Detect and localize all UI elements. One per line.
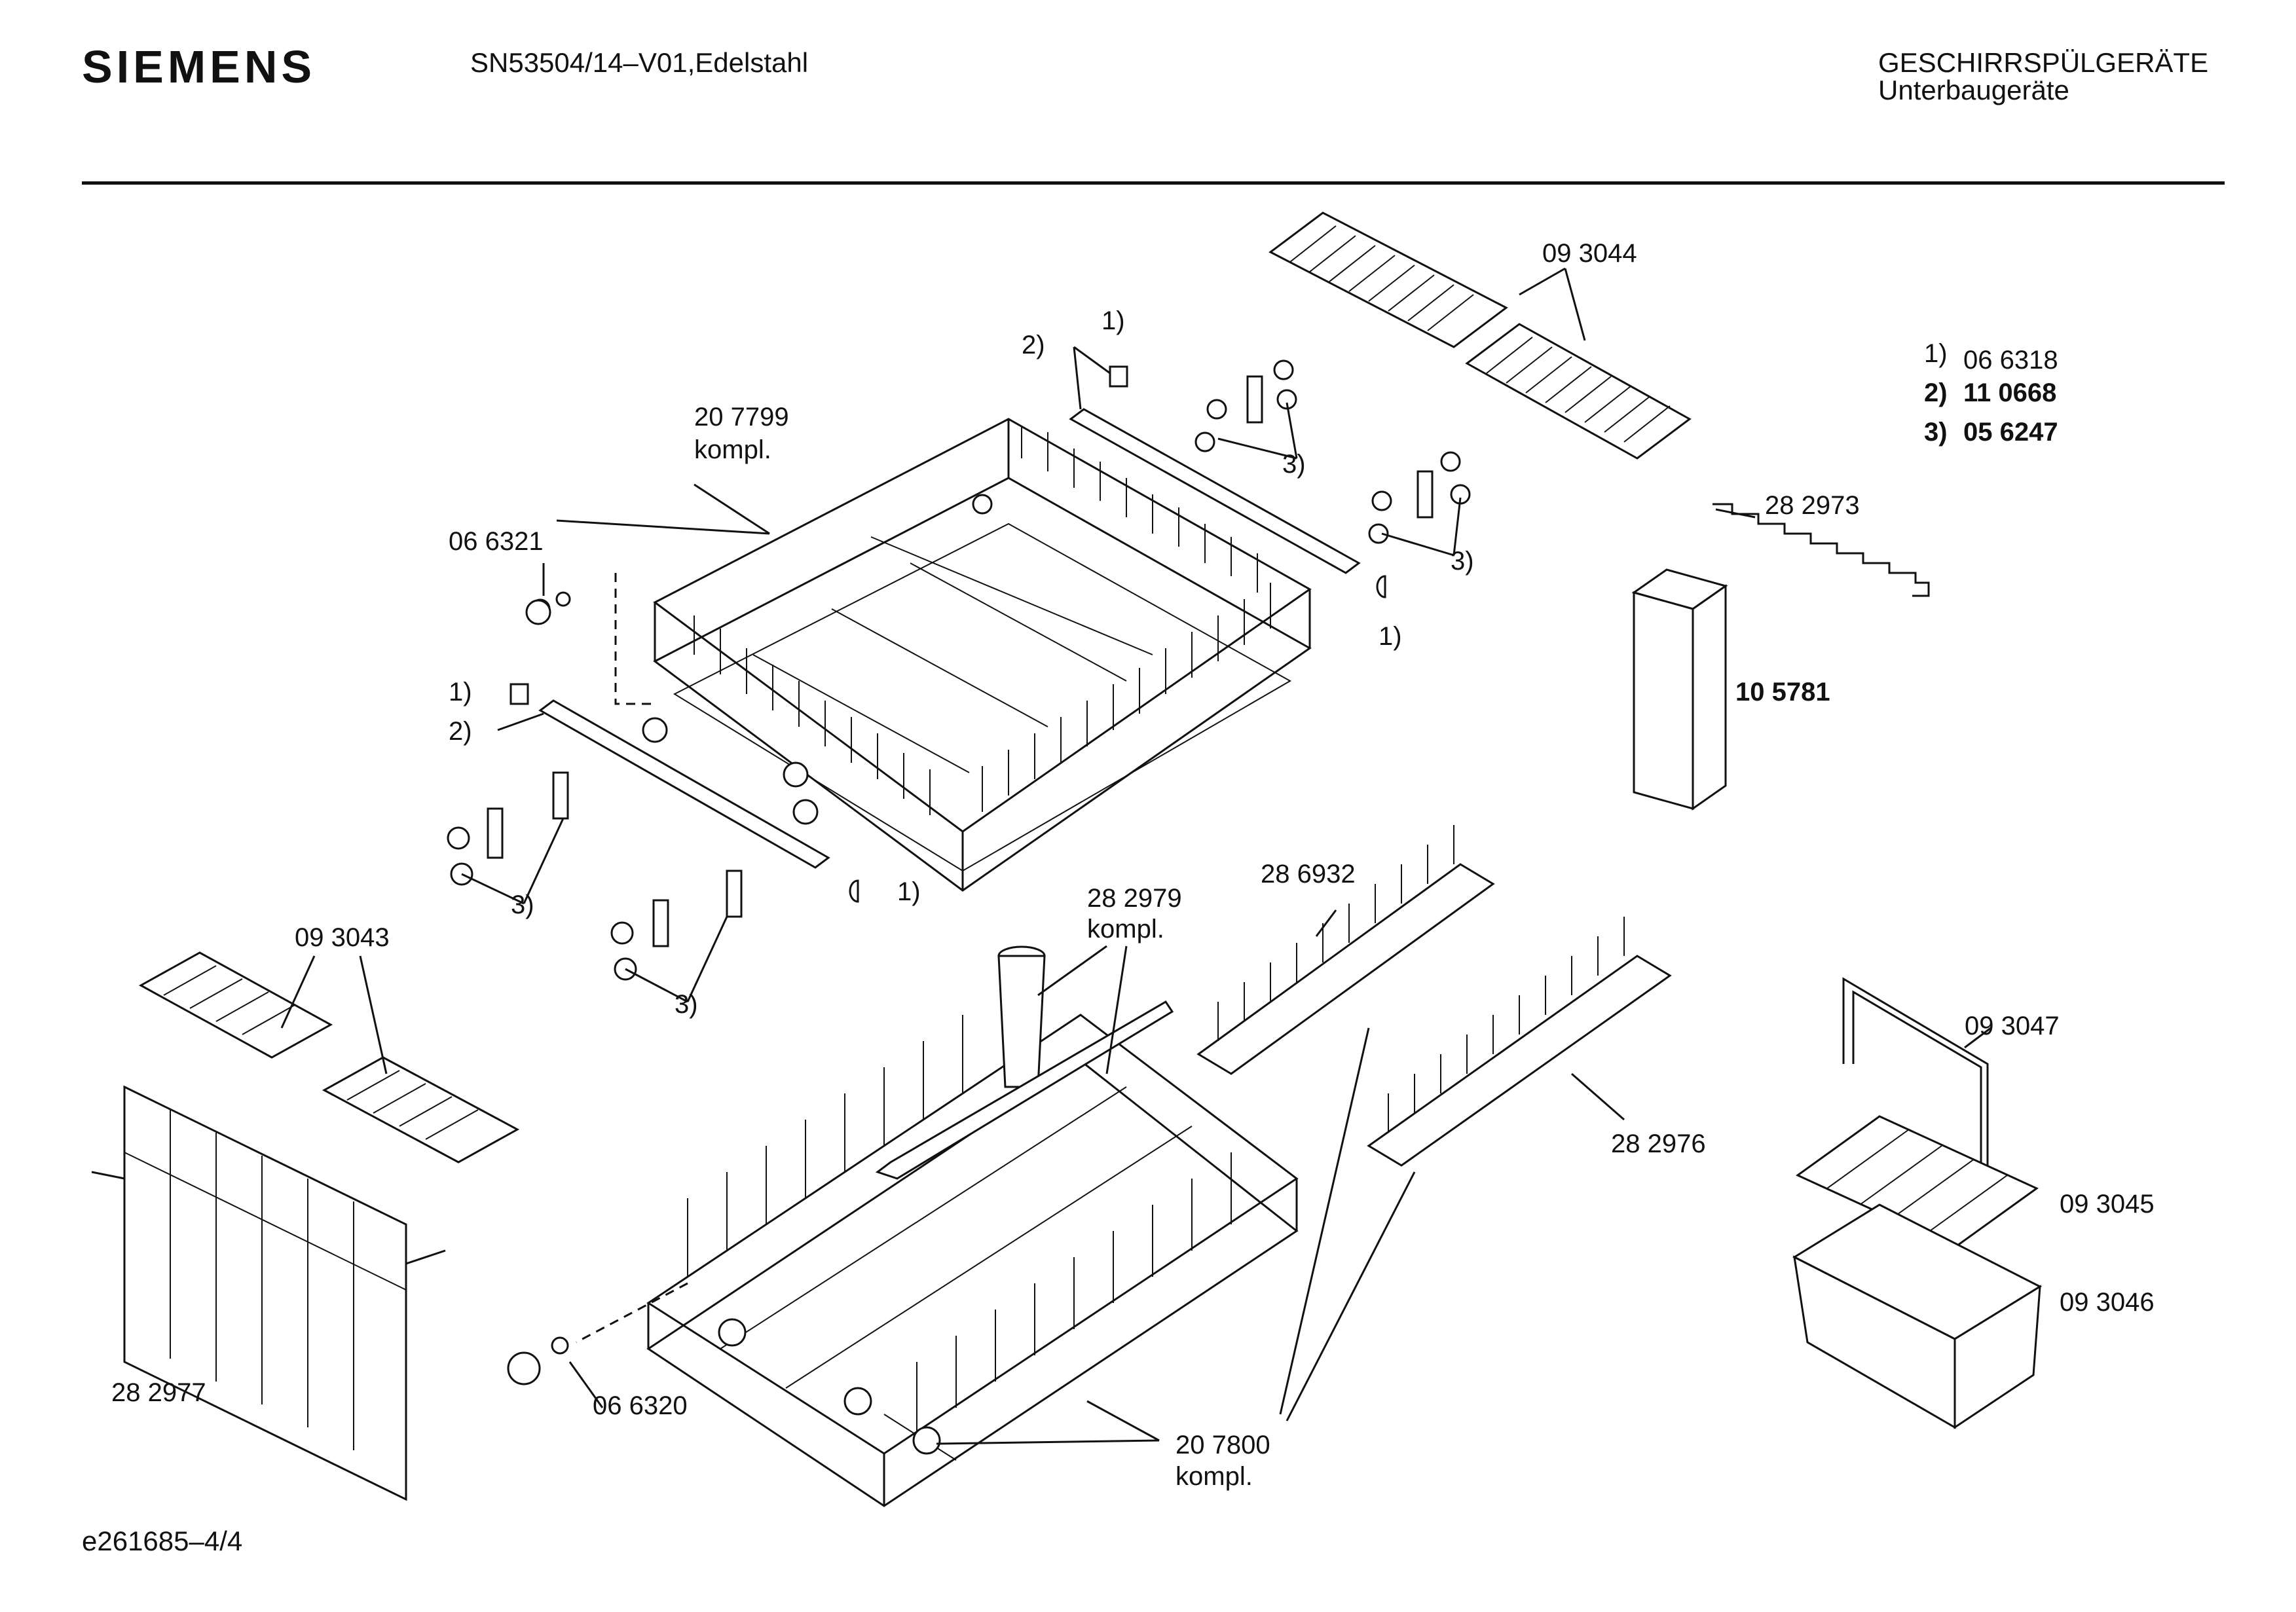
category-subtitle: Unterbaugeräte [1878,75,2069,105]
category-title: GESCHIRRSPÜLGERÄTE [1878,47,2209,78]
upper-basket [642,418,1312,892]
ref-1-right: 1) [1379,622,1402,651]
legend-part-2: 11 0668 [1963,378,2056,407]
model-number: SN53504/14–V01,Edelstahl [470,47,809,78]
cutlery-insert-b [1367,917,1672,1167]
label-lower-basket: 20 7800 [1176,1431,1270,1459]
cutlery-insert-a [1196,825,1495,1075]
label-insert-a: 28 6932 [1261,860,1356,888]
label-folding-rack: 28 2977 [111,1378,206,1407]
drawing-id: e261685–4/4 [82,1526,243,1556]
ref-3-left: 3) [511,890,534,919]
legend-index-3: 3) [1924,418,1948,447]
cutlery-basket-handle [1842,977,1989,1169]
ref-2-top: 2) [1022,331,1045,359]
cup-racks-upper [1268,211,1692,460]
upper-basket-rails [538,408,1361,869]
leader-lines [280,267,1991,1445]
folding-rack [91,1085,446,1501]
wheel-parts [507,599,569,1385]
label-wheel-lower: 06 6320 [593,1391,688,1420]
ref-1-top: 1) [1102,306,1125,335]
lower-basket [646,1014,1299,1507]
label-lower-basket-sub: kompl. [1176,1462,1253,1491]
cup-racks-left [138,951,520,1163]
parts-legend: 1) 06 6318 2) 11 0668 3) 05 6247 [1924,339,2058,447]
ref-1-mid: 1) [897,877,921,906]
label-insert-b: 28 2976 [1611,1129,1706,1158]
ref-3-lower: 3) [675,990,698,1019]
label-handle: 09 3047 [1965,1012,2060,1040]
ref-1-left: 1) [449,678,472,706]
label-cutlery-basket: 09 3046 [2060,1288,2155,1317]
label-clip-strip: 28 2973 [1765,491,1860,520]
cutlery-basket [1792,1203,2043,1429]
part-labels: 20 7799 kompl. 06 6321 09 3044 09 3043 2… [111,239,2155,1491]
brand-logo: SIEMENS [82,41,316,92]
spray-arm [875,945,1174,1180]
label-cutlery-lid: 09 3045 [2060,1190,2155,1218]
legend-part-3: 05 6247 [1963,418,2058,447]
ref-3-top: 3) [1282,450,1306,479]
label-spray-arm: 28 2979 [1087,884,1182,913]
legend-index-2: 2) [1924,378,1948,407]
label-upper-basket: 20 7799 [694,403,789,431]
clip-strip [1713,503,1930,597]
tube [1631,568,1728,811]
label-spray-arm-sub: kompl. [1087,915,1164,943]
ref-2-left: 2) [449,717,472,746]
label-upper-basket-sub: kompl. [694,435,771,464]
header-divider [82,181,2225,185]
label-tube: 10 5781 [1735,678,1830,706]
label-cup-rack-left: 09 3043 [295,923,390,952]
label-wheel-upper: 06 6321 [449,527,544,556]
ref-3-right: 3) [1451,547,1474,576]
legend-part-1: 06 6318 [1963,346,2058,375]
legend-index-1: 1) [1924,339,1948,368]
label-cup-rack-upper: 09 3044 [1542,239,1637,268]
